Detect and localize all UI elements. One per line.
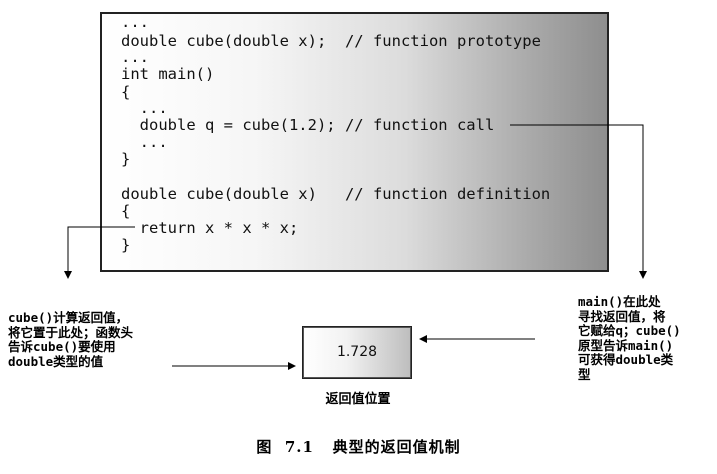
return-value: 1.728	[336, 344, 378, 360]
code-line: ...	[121, 99, 168, 117]
figure-caption: 图 7.1 典型的返回值机制	[256, 438, 461, 456]
left-annotation: cube()计算返回值， 将它置于此处；函数头 告诉cube()要使用 doub…	[8, 310, 134, 369]
code-line: ...	[121, 48, 149, 66]
code-panel	[100, 12, 609, 272]
code-line-prototype: double cube(double x); // function proto…	[121, 32, 541, 50]
code-line: }	[121, 150, 131, 168]
return-value-box	[302, 326, 412, 379]
code-line-call: double q = cube(1.2); // function call	[121, 116, 495, 134]
code-line: ...	[121, 133, 168, 151]
code-line: {	[121, 83, 131, 101]
arrow-return-to-note	[64, 226, 135, 279]
code-line: ...	[121, 13, 149, 31]
arrow-call-to-note	[510, 124, 647, 279]
code-line-return: return x * x * x;	[121, 219, 299, 237]
code-line: }	[121, 236, 131, 254]
code-line-main: int main()	[121, 65, 215, 83]
code-line: {	[121, 202, 131, 220]
code-line-definition: double cube(double x) // function defini…	[121, 185, 551, 203]
return-value-caption: 返回值位置	[325, 392, 391, 407]
right-annotation: main()在此处 寻找返回值，将 它赋给q；cube() 原型告诉main()…	[578, 294, 681, 382]
